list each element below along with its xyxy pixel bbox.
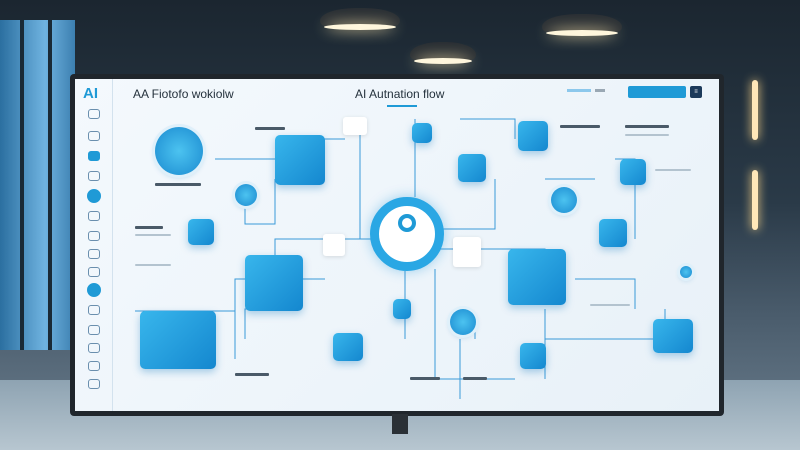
sidebar: AI bbox=[75, 79, 113, 411]
node-label bbox=[410, 377, 440, 380]
workflow-screen: AI AA Fiotofo wokiolw AI Autnation flow … bbox=[75, 79, 719, 411]
grid-icon[interactable] bbox=[88, 211, 100, 221]
face-icon[interactable] bbox=[88, 109, 100, 119]
monitor-node[interactable] bbox=[518, 121, 548, 151]
building-icon[interactable] bbox=[88, 305, 100, 315]
node-label bbox=[255, 127, 285, 130]
link-node[interactable] bbox=[450, 309, 476, 335]
document-icon[interactable] bbox=[88, 379, 100, 389]
hook-icon[interactable] bbox=[88, 249, 100, 259]
node-label bbox=[235, 373, 269, 376]
gear-icon[interactable] bbox=[88, 131, 100, 141]
settings-node[interactable] bbox=[235, 184, 257, 206]
ceiling-lamp bbox=[542, 14, 622, 36]
idea-node[interactable] bbox=[599, 219, 627, 247]
ai-logo: AI bbox=[83, 85, 98, 102]
doc-node[interactable] bbox=[393, 299, 411, 319]
chart-node[interactable] bbox=[412, 123, 432, 143]
process-node[interactable] bbox=[245, 255, 303, 311]
globe-icon[interactable] bbox=[87, 283, 101, 297]
hub-icon bbox=[398, 214, 416, 232]
monitor: AI AA Fiotofo wokiolw AI Autnation flow … bbox=[70, 74, 724, 416]
description-text bbox=[135, 264, 171, 266]
wall-light bbox=[752, 80, 758, 140]
settings-icon[interactable] bbox=[88, 361, 100, 371]
network-node[interactable] bbox=[620, 159, 646, 185]
card-icon[interactable] bbox=[88, 151, 100, 161]
title-underline bbox=[387, 105, 417, 107]
automation-hub[interactable] bbox=[370, 197, 444, 271]
node-label bbox=[135, 226, 163, 229]
target-node[interactable] bbox=[551, 187, 577, 213]
analytics-node[interactable] bbox=[508, 249, 566, 305]
header-link[interactable] bbox=[567, 89, 591, 92]
description-text bbox=[625, 134, 669, 136]
ceiling-lamp bbox=[320, 8, 400, 30]
info-node[interactable] bbox=[680, 266, 692, 278]
scan-icon[interactable] bbox=[88, 171, 100, 181]
brain-node[interactable] bbox=[333, 333, 363, 361]
header-link[interactable] bbox=[595, 89, 605, 92]
monitor-stand bbox=[392, 414, 408, 434]
mail-icon[interactable] bbox=[88, 267, 100, 277]
description-text bbox=[135, 234, 171, 236]
dashboard-node[interactable] bbox=[275, 135, 325, 185]
office-window bbox=[0, 20, 75, 350]
node-label bbox=[625, 125, 669, 128]
check-card[interactable] bbox=[323, 234, 345, 256]
video-node[interactable] bbox=[653, 319, 693, 353]
node-label bbox=[463, 377, 487, 380]
node-label bbox=[560, 125, 600, 128]
page-title: AA Fiotofo wokiolw bbox=[133, 87, 234, 101]
menu-button[interactable]: ≡ bbox=[690, 86, 702, 98]
drop-node[interactable] bbox=[458, 154, 486, 182]
target-card[interactable] bbox=[453, 237, 481, 267]
ai-assistant-node[interactable] bbox=[155, 127, 203, 175]
description-text bbox=[655, 169, 691, 171]
user-node[interactable] bbox=[188, 219, 214, 245]
table-icon[interactable] bbox=[88, 343, 100, 353]
node-label bbox=[155, 183, 201, 186]
chart-icon[interactable] bbox=[88, 325, 100, 335]
filter-icon[interactable] bbox=[88, 231, 100, 241]
description-text bbox=[590, 304, 630, 306]
location-icon[interactable] bbox=[87, 189, 101, 203]
wall-light bbox=[752, 170, 758, 230]
person-card[interactable] bbox=[140, 311, 216, 369]
report-node[interactable] bbox=[520, 343, 546, 369]
header-button[interactable] bbox=[628, 86, 686, 98]
ceiling-lamp bbox=[410, 42, 476, 64]
flow-title: AI Autnation flow bbox=[355, 87, 445, 101]
list-card bbox=[343, 117, 367, 135]
